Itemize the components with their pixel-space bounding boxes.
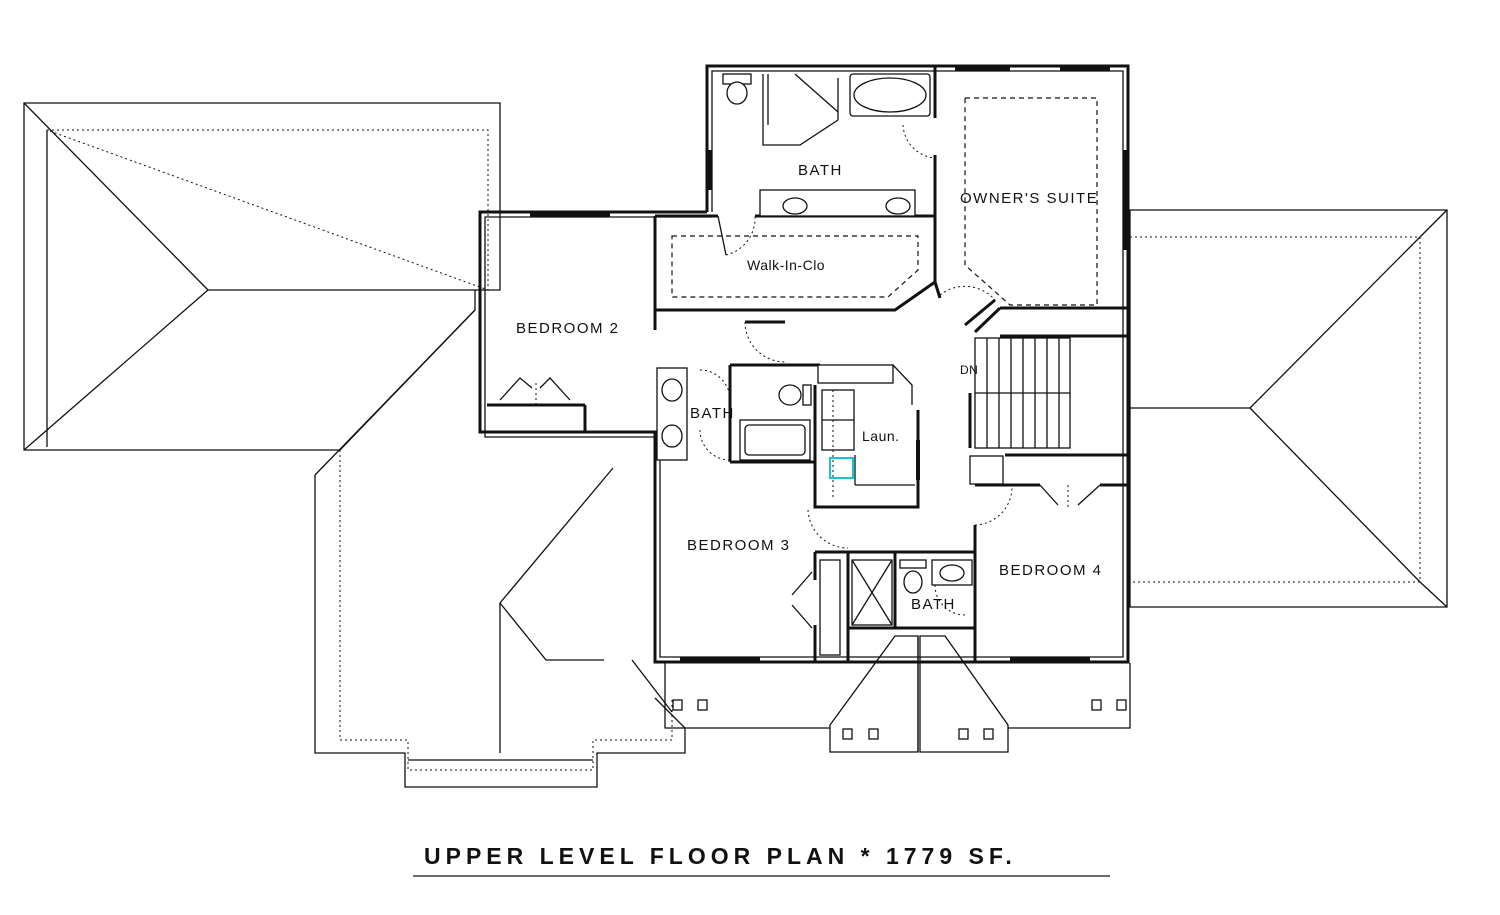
- closet-shelving: [671, 235, 919, 298]
- master-bath-fixtures: [717, 73, 936, 256]
- hall-bath-label: BATH: [690, 405, 735, 422]
- owners-suite-ceiling: [964, 97, 1098, 306]
- bedroom2-closet: [487, 377, 587, 432]
- stairs: [968, 337, 1071, 449]
- plan-title: UPPER LEVEL FLOOR PLAN * 1779 SF.: [424, 843, 1017, 869]
- bedroom-2-label: BEDROOM 2: [516, 320, 620, 337]
- porch-roof: [314, 450, 686, 788]
- laundry-highlight-marker: [829, 457, 854, 479]
- laundry-fixtures: [821, 389, 920, 500]
- bedroom-4-label: BEDROOM 4: [999, 562, 1103, 579]
- hall-bath-fixtures: [661, 378, 812, 461]
- laundry-label: Laun.: [862, 428, 900, 444]
- jack-bath-fixtures: [899, 559, 965, 594]
- stair-down-label: DN: [960, 363, 978, 377]
- bedroom-3-label: BEDROOM 3: [687, 537, 791, 554]
- front-gables: [664, 635, 1131, 753]
- master-bath-label: BATH: [798, 162, 843, 179]
- right-roof: [1129, 209, 1448, 608]
- jack-bath-label: BATH: [911, 596, 956, 613]
- owners-suite-label: OWNER'S SUITE: [960, 190, 1098, 207]
- left-roof: [23, 102, 501, 476]
- walk-in-closet-label: Walk-In-Clo: [747, 257, 825, 273]
- exterior-walls: [478, 64, 1130, 664]
- interior-walls: [585, 66, 1128, 662]
- door-swings: [699, 285, 1101, 629]
